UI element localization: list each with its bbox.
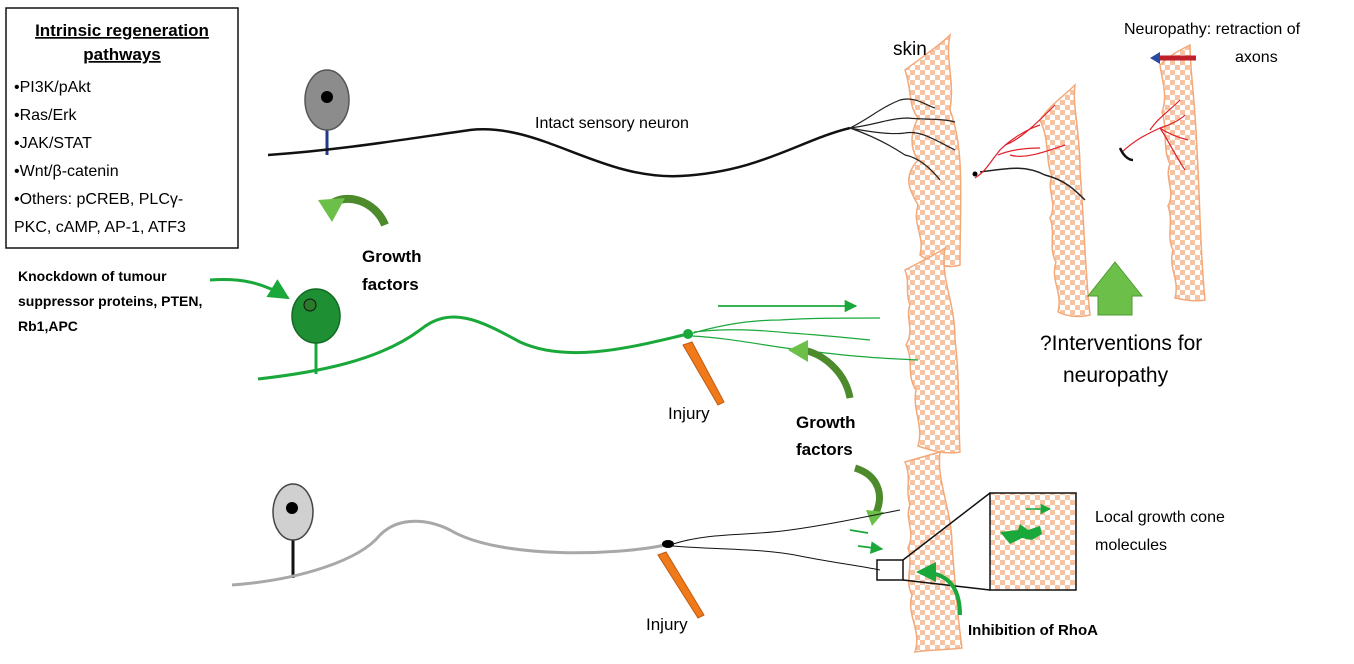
interventions-label-2: neuropathy <box>1063 364 1169 387</box>
regenerating-neuron-nucleus <box>304 299 316 311</box>
growth-factors-low-arrow-icon <box>855 468 884 526</box>
growth-factors-mid-arrow-icon <box>788 340 850 398</box>
regenerating-neuron <box>258 289 918 379</box>
pathways-title-2: pathways <box>83 45 160 64</box>
growth-factors-top-arrow-icon <box>318 198 385 225</box>
growth-factors-top-1: Growth <box>362 247 422 266</box>
intact-neuron-axon <box>268 128 850 176</box>
pathway-item: •PI3K/pAkt <box>14 79 91 96</box>
injured-neuron <box>232 484 900 585</box>
growth-factors-mid-1: Growth <box>796 413 856 432</box>
knockdown-label-1: Knockdown of tumour <box>18 268 167 284</box>
regenerating-neuron-cell-body <box>292 289 340 343</box>
injury-bottom-icon <box>658 552 704 618</box>
knockdown-arrow-icon <box>210 280 288 298</box>
intact-neuron-nucleus <box>321 91 333 103</box>
pathway-item: •JAK/STAT <box>14 135 92 152</box>
neuropathy-label-2: axons <box>1235 49 1278 66</box>
injury-top-label: Injury <box>668 404 710 423</box>
intact-neuron-label: Intact sensory neuron <box>535 115 689 132</box>
knockdown-label-3: Rb1,APC <box>18 318 78 334</box>
skin-strip-middle <box>905 248 960 453</box>
injury-top-icon <box>683 342 724 405</box>
local-growth-label-2: molecules <box>1095 537 1167 554</box>
inset-growth-cone <box>877 493 1076 590</box>
skin-strip-neuropathy-1 <box>1040 85 1090 316</box>
small-growth-line <box>850 530 868 533</box>
skin-strip-neuropathy-2 <box>1160 45 1205 301</box>
pathways-title-1: Intrinsic regeneration <box>35 21 209 40</box>
growth-factors-top-2: factors <box>362 275 419 294</box>
injured-neuron-nucleus <box>286 502 298 514</box>
knockdown-label-2: suppressor proteins, PTEN, <box>18 293 202 309</box>
pathway-item: •Ras/Erk <box>14 107 78 124</box>
small-growth-arrow-icon <box>858 546 882 549</box>
interventions-arrow-icon <box>1088 262 1142 315</box>
inhibition-label: Inhibition of RhoA <box>968 622 1098 639</box>
growth-factors-mid-2: factors <box>796 440 853 459</box>
pathway-item: •Others: pCREB, PLCγ- <box>14 191 183 208</box>
skin-strip-top <box>905 35 961 267</box>
interventions-label-1: ?Interventions for <box>1040 332 1202 355</box>
pathway-item: PKC, cAMP, AP-1, ATF3 <box>14 219 186 236</box>
pathway-item: •Wnt/β-catenin <box>14 163 119 180</box>
neuropathy-label-1: Neuropathy: retraction of <box>1124 21 1301 38</box>
pathways-box: Intrinsic regeneration pathways •PI3K/pA… <box>6 8 238 248</box>
skin-label: skin <box>893 39 927 60</box>
injury-bottom-label: Injury <box>646 615 688 634</box>
local-growth-label-1: Local growth cone <box>1095 509 1225 526</box>
